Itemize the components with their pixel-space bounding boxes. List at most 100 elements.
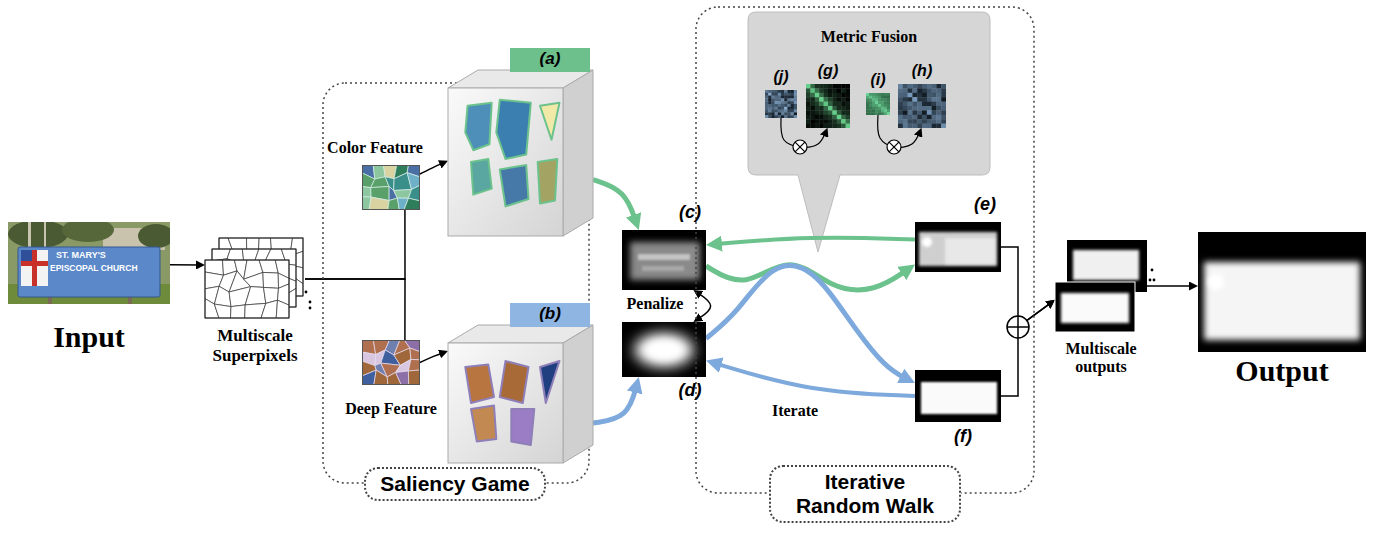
matrix-cell — [898, 97, 903, 102]
matrix-cell — [912, 119, 917, 124]
matrix-cell — [878, 107, 881, 110]
matrix-cell — [810, 102, 815, 107]
matrix-cell — [881, 101, 884, 104]
matrix-cell — [775, 112, 779, 115]
matrix-cell — [936, 124, 941, 128]
feature-cube-art — [448, 303, 593, 463]
matrix-cell — [781, 107, 785, 110]
matrix-cell — [917, 88, 922, 93]
matrix-cell — [908, 106, 913, 111]
matrix-cell — [917, 93, 922, 98]
matrix-cell — [841, 124, 846, 128]
matrix-cell — [837, 88, 842, 93]
matrix-cell — [806, 115, 811, 120]
matrix-cell — [791, 96, 795, 99]
matrix-cell — [922, 102, 927, 107]
affinity-matrix-art — [806, 84, 850, 128]
matrix-cell — [912, 97, 917, 102]
matrix-cell — [881, 96, 884, 99]
connector — [420, 352, 445, 362]
matrix-cell — [784, 96, 788, 99]
matrix-cell — [768, 112, 772, 115]
matrix-cell — [872, 93, 875, 96]
matrix-cell — [903, 97, 908, 102]
cube-front-face — [448, 343, 563, 463]
stage-region: Iterative Random WalkMetric Fusion(j)(g)… — [695, 6, 1035, 494]
matrix-cell — [917, 84, 922, 89]
matrix-cell — [912, 115, 917, 120]
matrix-cell — [841, 88, 846, 93]
matrix-cell — [832, 124, 837, 128]
matrix-cell — [806, 124, 811, 128]
image-frame — [363, 166, 420, 210]
matrix-cell — [872, 99, 875, 102]
matrix-cell — [815, 115, 820, 120]
superpixel-cell — [263, 272, 279, 288]
matrix-cell — [927, 102, 932, 107]
matrix-cell — [908, 102, 913, 107]
matrix-cell — [872, 96, 875, 99]
matrix-cell — [932, 115, 937, 120]
matrix-cell — [912, 110, 917, 115]
ellipsis-dot — [1151, 269, 1154, 272]
matrix-cell — [884, 104, 887, 107]
matrix-cell — [806, 97, 811, 102]
matrix-cell — [922, 84, 927, 89]
matrix-cell — [768, 115, 772, 118]
matrix-cell — [819, 84, 824, 89]
matrix-cell — [787, 115, 791, 118]
matrix-cell — [903, 115, 908, 120]
matrix-cell — [815, 97, 820, 102]
matrix-cell — [922, 110, 927, 115]
superpixel-cell — [244, 272, 264, 287]
matrix-cell — [810, 119, 815, 124]
matrix-cell — [927, 124, 932, 128]
matrix-cell — [771, 107, 775, 110]
matrix-cell — [784, 93, 788, 96]
multiply-symbol — [887, 140, 901, 154]
matrix-cell — [878, 110, 881, 113]
matrix-cell — [791, 90, 795, 93]
multiply-symbol — [795, 142, 805, 152]
matrix-cell — [908, 110, 913, 115]
matrix-cell — [841, 110, 846, 115]
cube-tab — [510, 303, 590, 327]
matrix-cell — [869, 93, 872, 96]
matrix-cell — [875, 99, 878, 102]
saliency-blob — [922, 237, 932, 247]
matrix-cell — [841, 119, 846, 124]
matrix-cell — [771, 115, 775, 118]
matrix-cell — [898, 102, 903, 107]
matrix-cell — [771, 90, 775, 93]
matrix-cell — [791, 110, 795, 113]
matrix-cell — [866, 110, 869, 113]
matrix-cell — [841, 115, 846, 120]
superpixel-frame — [212, 249, 296, 307]
tree — [62, 222, 114, 242]
matrix-cell — [771, 98, 775, 101]
matrix-cell — [884, 110, 887, 113]
matrix-cell — [917, 119, 922, 124]
matrix-cell — [837, 106, 842, 111]
matrix-cell — [778, 115, 782, 118]
connector — [706, 266, 909, 380]
matrix-cell — [866, 104, 869, 107]
matrix-cell — [828, 106, 833, 111]
matrix-cell — [841, 106, 846, 111]
matrix-cell — [810, 106, 815, 111]
matrix-cell — [771, 104, 775, 107]
panel-tag: (j) — [757, 68, 805, 86]
matrix-cell — [815, 110, 820, 115]
matrix-cell — [903, 84, 908, 89]
affinity-matrix: (h) — [898, 84, 946, 128]
matrix-cell — [832, 106, 837, 111]
panel-tag: (b) — [510, 304, 590, 324]
feature-patch — [408, 370, 420, 385]
superpixel-region — [500, 361, 529, 403]
matrix-cell — [872, 107, 875, 110]
matrix-cell — [810, 97, 815, 102]
sign-text: ST. MARY'S — [56, 251, 156, 260]
matrix-cell — [832, 115, 837, 120]
matrix-cell — [941, 119, 946, 124]
matrix-cell — [819, 97, 824, 102]
